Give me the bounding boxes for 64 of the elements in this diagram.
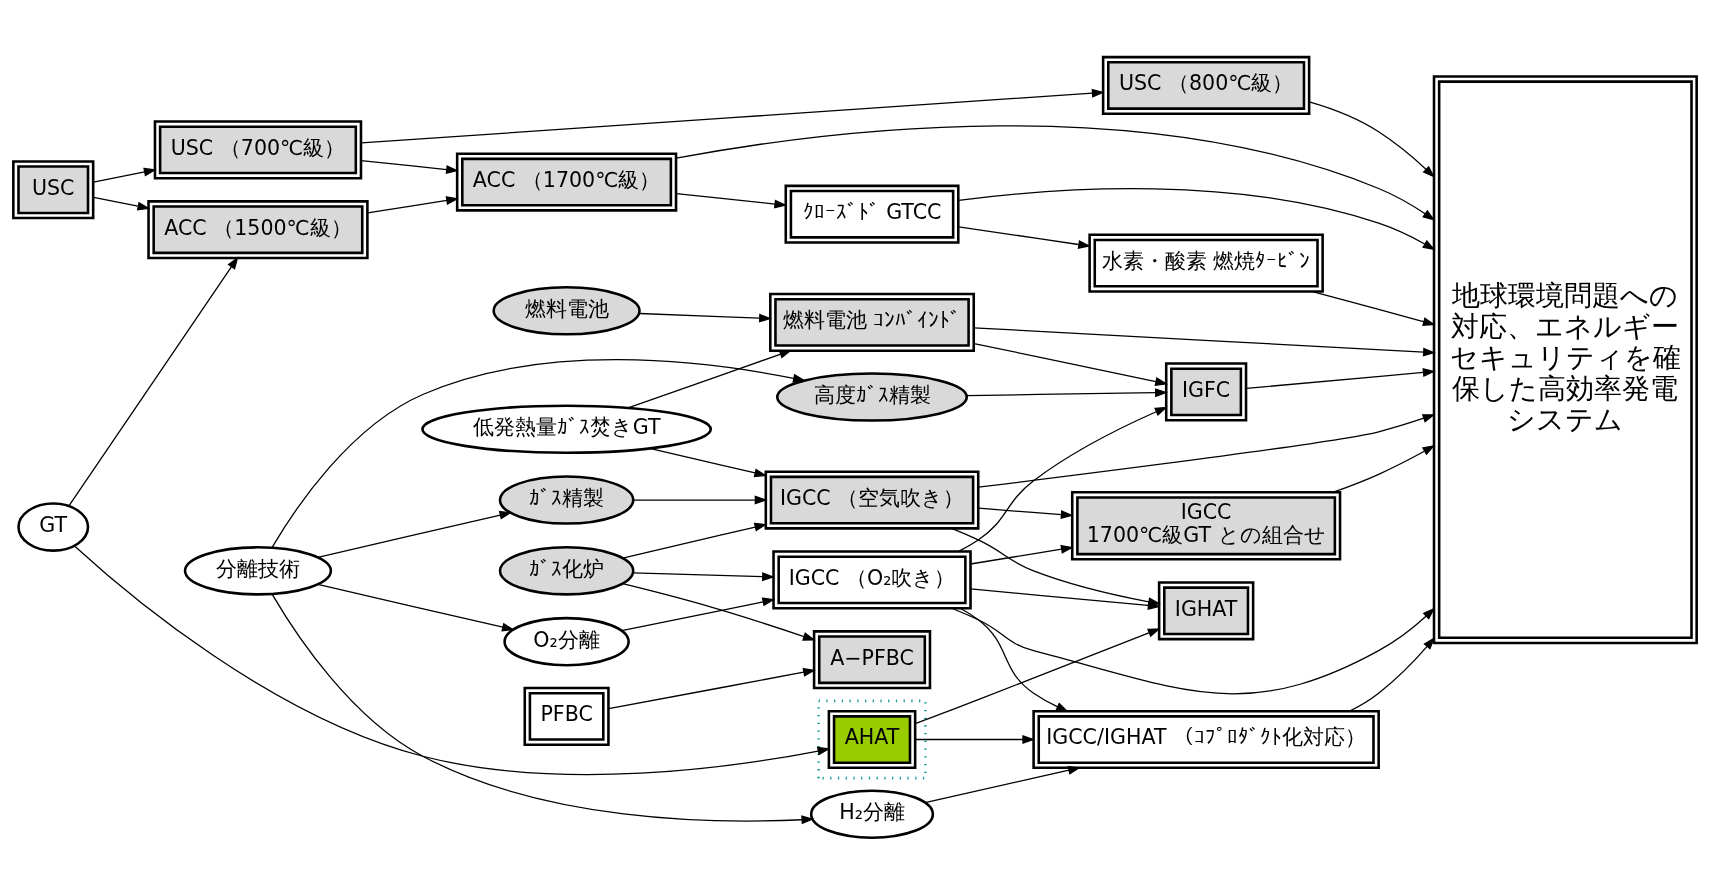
arrow bbox=[622, 522, 768, 559]
arrow bbox=[638, 312, 772, 323]
node-ellipse: GT bbox=[17, 502, 90, 552]
arrow bbox=[675, 192, 788, 209]
node-box: ACC （1700℃級） bbox=[455, 152, 678, 212]
arrow bbox=[958, 226, 1092, 249]
arrow bbox=[973, 342, 1169, 386]
node-box: PFBC bbox=[523, 686, 610, 746]
arrow bbox=[632, 495, 768, 505]
arrow bbox=[92, 196, 151, 211]
arrow bbox=[621, 597, 776, 632]
arrow bbox=[969, 544, 1074, 565]
node-box: ｸﾛｰｽﾞﾄﾞ GTCC bbox=[784, 184, 960, 244]
node-box: IGFC bbox=[1164, 362, 1248, 422]
arrow bbox=[1349, 636, 1436, 712]
node-ellipse: 燃料電池 bbox=[492, 285, 641, 336]
arrow bbox=[632, 572, 775, 582]
node-box: 水素・酸素 燃焼ﾀｰﾋﾞﾝ bbox=[1088, 233, 1324, 293]
arrow bbox=[965, 388, 1168, 398]
node-box: IGCC/IGHAT （ｺﾌﾟﾛﾀﾞｸﾄ化対応） bbox=[1032, 709, 1380, 770]
arrow bbox=[1311, 290, 1436, 326]
arrow bbox=[271, 593, 815, 825]
arrow bbox=[973, 327, 1436, 357]
node-ellipse: 分離技術 bbox=[183, 546, 333, 596]
arrow bbox=[622, 583, 816, 641]
arrow bbox=[650, 447, 768, 478]
node-box: IGCC 1700℃級GT との組合せ bbox=[1070, 491, 1342, 561]
arrow bbox=[958, 188, 1436, 251]
arrow bbox=[959, 607, 1069, 712]
node-ellipse: 低発熱量ｶﾞｽ焚きGT bbox=[421, 404, 712, 455]
node-box: AHAT bbox=[827, 709, 917, 770]
arrow bbox=[977, 414, 1436, 488]
arrow bbox=[914, 628, 1161, 725]
node-box: IGCC （O₂吹き） bbox=[772, 550, 972, 610]
node-box: USC （700℃級） bbox=[153, 120, 363, 180]
arrow bbox=[360, 159, 459, 174]
node-box: ACC （1500℃級） bbox=[147, 200, 369, 260]
arrow bbox=[1332, 445, 1436, 493]
arrow bbox=[92, 167, 157, 183]
arrow bbox=[1308, 101, 1435, 178]
node-box: IGCC （空気吹き） bbox=[764, 470, 980, 530]
arrow bbox=[951, 607, 1436, 695]
arrow bbox=[924, 765, 1081, 804]
node-box: 燃料電池 ｺﾝﾊﾞｲﾝﾄﾞ bbox=[769, 292, 976, 352]
node-box: IGHAT bbox=[1157, 581, 1255, 641]
arrow bbox=[628, 350, 793, 409]
arrow bbox=[675, 125, 1436, 221]
arrow bbox=[978, 507, 1074, 520]
arrow bbox=[608, 667, 816, 710]
arrow bbox=[317, 583, 515, 632]
node-ellipse: H₂分離 bbox=[809, 789, 935, 839]
arrow bbox=[366, 196, 460, 214]
node-box: USC （800℃級） bbox=[1101, 55, 1311, 116]
arrow bbox=[957, 406, 1168, 552]
arrow bbox=[317, 510, 513, 558]
node-box: 地球環境問題への対応、エネルギーセキュリティを確保した高効率発電システム bbox=[1432, 75, 1698, 645]
arrow bbox=[68, 256, 239, 507]
arrow bbox=[360, 88, 1105, 144]
node-box: USC bbox=[12, 160, 95, 220]
arrow bbox=[271, 359, 806, 549]
arrow bbox=[1245, 367, 1436, 390]
node-ellipse: ｶﾞｽ化炉 bbox=[498, 546, 635, 596]
node-box: A−PFBC bbox=[812, 630, 932, 690]
arrow bbox=[914, 735, 1036, 745]
